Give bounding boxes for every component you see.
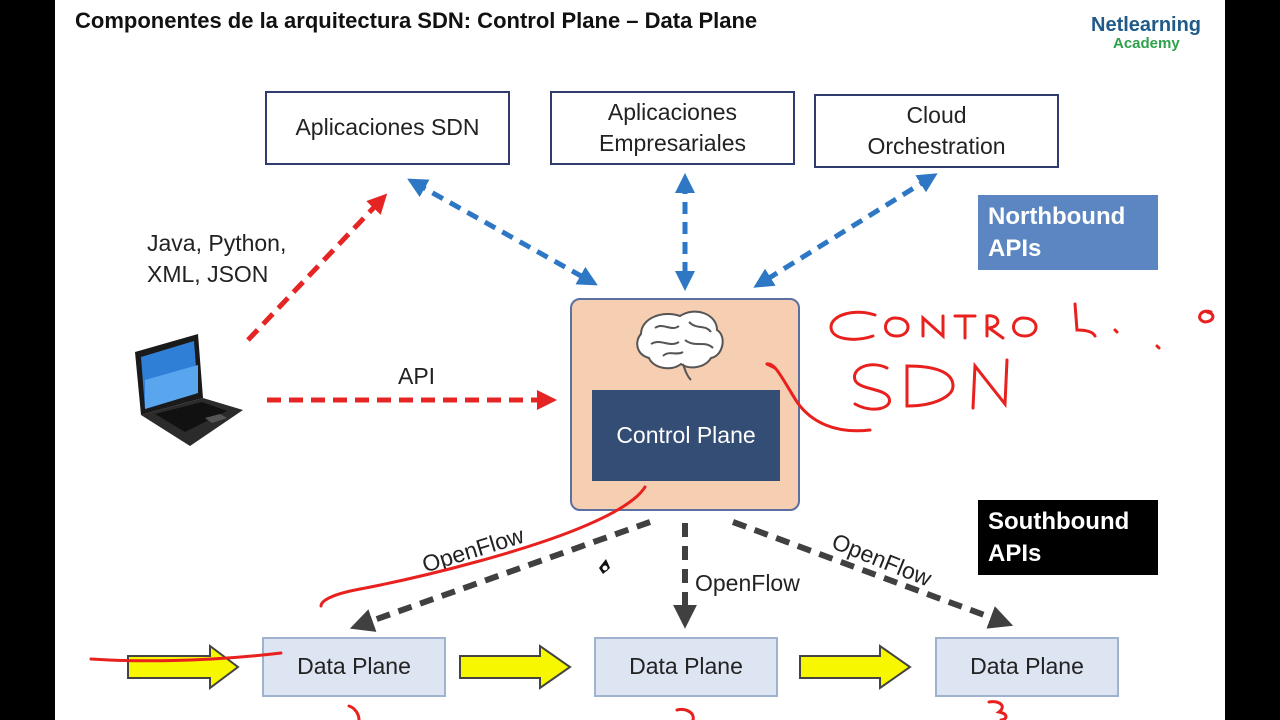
data-plane-box-1: Data Plane [262,637,446,697]
openflow-label-center: OpenFlow [695,570,800,596]
box-line: Cloud [906,101,967,128]
southbound-apis-tag: Southbound APIs [978,500,1158,575]
slide: Componentes de la arquitectura SDN: Cont… [55,0,1225,720]
box-line: Aplicaciones [607,98,738,125]
control-plane-box: Control Plane [592,390,780,481]
logo-subtitle: Academy [1113,35,1180,52]
brain-icon [636,310,724,381]
api-label: API [398,363,436,389]
app-to-sdn-arrow [246,193,388,342]
box-aplicaciones-sdn: Aplicaciones SDN [265,91,510,165]
northbound-arrow-cloud [753,173,938,288]
languages-label: XML, JSON [147,261,269,287]
handwritten-annotation [89,302,1215,720]
pen-cursor-icon [599,559,610,574]
flow-arrow-2-3 [799,644,912,690]
page-title: Componentes de la arquitectura SDN: Cont… [75,8,758,33]
flow-arrow-1-2 [459,644,572,690]
languages-label: Java, Python, [147,230,287,256]
diagram-overlay [89,173,1215,720]
flow-arrow-in [127,644,240,690]
tag-line: APIs [988,540,1042,568]
tag-line: Southbound [988,508,1130,535]
box-aplicaciones-empresariales: Aplicaciones Empresariales [550,91,795,165]
data-plane-box-2: Data Plane [594,637,778,697]
box-line: Aplicaciones SDN [295,114,480,141]
data-plane-box-3: Data Plane [935,637,1119,697]
northbound-arrow-sdn [407,178,598,286]
tag-line: Northbound [988,203,1126,230]
southbound-arrow-left [349,519,652,632]
logo-name: Netlearning [1091,14,1202,36]
laptop-icon [135,334,243,446]
tag-line: APIs [988,235,1042,263]
box-line: Orchestration [867,133,1006,159]
northbound-apis-tag: Northbound APIs [978,195,1158,270]
box-line: Empresariales [599,130,746,156]
southbound-arrow-right [731,519,1014,629]
box-cloud-orchestration: Cloud Orchestration [814,94,1059,168]
